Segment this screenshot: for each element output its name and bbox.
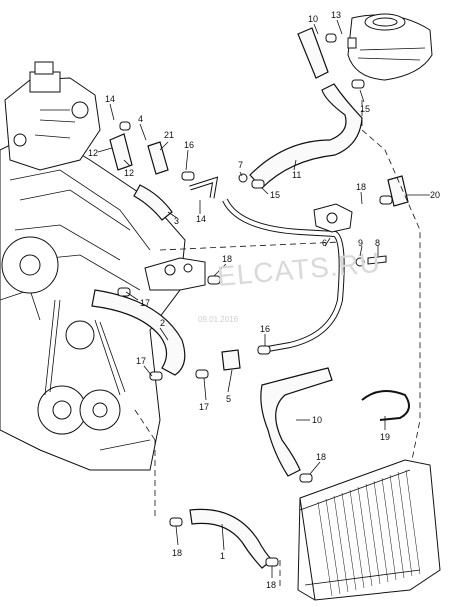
callout-18e: 18 [266,580,276,590]
hose-21 [147,141,169,175]
callout-18b: 18 [222,254,232,264]
callout-9: 9 [358,238,363,248]
callout-21: 21 [164,130,174,140]
callout-18d: 18 [172,548,182,558]
pipes [189,176,345,353]
hose-3 [133,184,173,221]
callout-20: 20 [430,190,440,200]
callout-8: 8 [375,238,380,248]
callout-labels: 10 13 15 14 12 4 21 16 7 12 11 15 18 20 … [88,10,440,590]
callout-13: 13 [331,10,341,20]
callout-14: 14 [105,94,115,104]
callout-14b: 14 [196,214,206,224]
pulley-drive [1,236,126,435]
assembly-lines [134,100,421,590]
washer-9 [355,257,365,267]
callout-5: 5 [226,394,231,404]
hose-5 [221,349,241,371]
hose-1 [189,508,273,569]
nut-7 [238,173,248,183]
callout-12: 12 [88,148,98,158]
hose-10-top [297,27,329,79]
callout-6: 6 [322,238,327,248]
callout-19: 19 [380,432,390,442]
watermark-site: ELCATS.RU [216,247,382,292]
callout-10: 10 [308,14,318,24]
callout-17b: 17 [136,356,146,366]
callout-12b: 12 [124,168,134,178]
carburetor [4,61,101,171]
hose-clamps [117,33,393,567]
bolt-8 [367,255,387,265]
callout-11: 11 [292,170,301,180]
callout-17: 17 [140,298,150,308]
callout-3: 3 [174,216,179,226]
callout-16b: 16 [260,324,270,334]
callout-4: 4 [138,114,143,124]
hose-2 [91,289,186,376]
fittings [144,173,410,421]
callout-2: 2 [160,318,165,328]
callout-17c: 17 [199,402,209,412]
radiator [297,459,441,601]
hose-clip-19 [361,390,410,421]
callout-15: 15 [360,104,370,114]
expansion-tank [347,13,433,81]
leader-lines [97,19,430,578]
callout-18: 18 [356,182,366,192]
watermark-date: 09.01.2016 [198,315,239,324]
callout-16: 16 [184,140,194,150]
callout-10b: 10 [312,415,322,425]
hose-11 [249,83,363,189]
hoses [91,27,409,569]
callout-7: 7 [238,160,243,170]
hose-10-lower [260,367,333,477]
hose-12 [109,133,133,171]
callout-18c: 18 [316,452,326,462]
callout-15b: 15 [270,190,280,200]
callout-1: 1 [220,551,225,561]
